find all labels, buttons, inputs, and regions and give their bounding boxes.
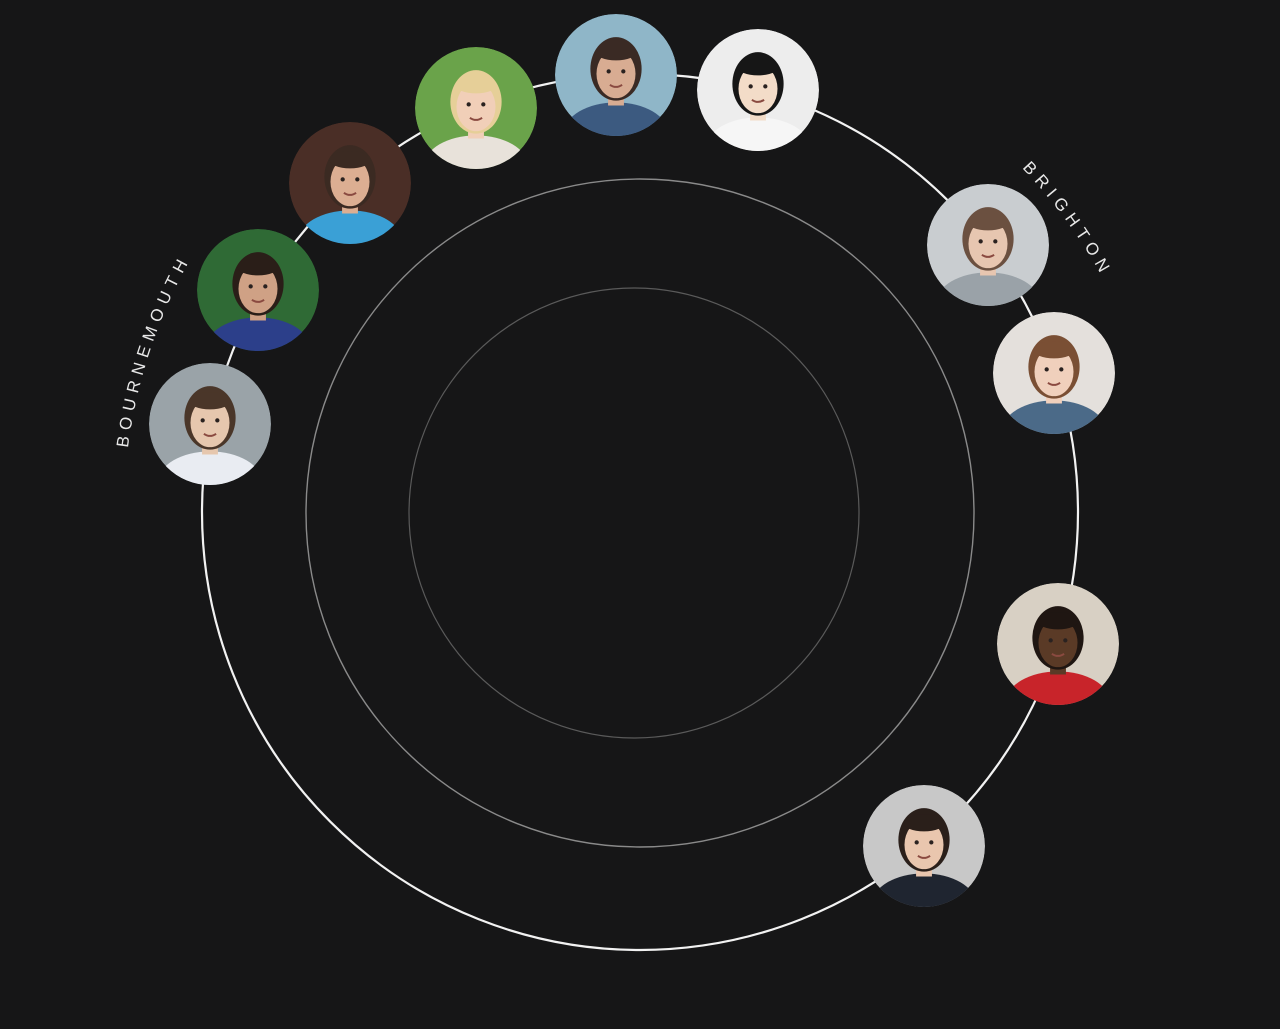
avatar-fringe: [237, 258, 279, 276]
avatar-group: [149, 14, 1119, 934]
avatar-shirt: [564, 102, 668, 136]
avatar-shirt: [158, 451, 262, 485]
avatar-mouth: [203, 432, 217, 437]
avatar-face: [238, 264, 278, 314]
avatar-person-8[interactable]: [993, 312, 1115, 461]
avatar-fringe: [329, 151, 371, 169]
avatar-face: [456, 82, 496, 132]
avatar-person-3[interactable]: [289, 122, 411, 271]
avatar-shirt: [706, 117, 810, 151]
avatar-mouth: [1051, 652, 1065, 657]
avatar-eye: [748, 84, 753, 89]
avatar-face: [904, 820, 944, 870]
avatar-person-6[interactable]: [697, 29, 819, 178]
avatar-eye: [1063, 638, 1068, 643]
avatar-person-10[interactable]: [863, 785, 985, 934]
avatar-shirt: [424, 135, 528, 169]
avatar-fringe: [1037, 612, 1079, 630]
avatar-eye: [1059, 367, 1064, 372]
inner-ring: [408, 287, 860, 739]
avatar-eye: [993, 239, 998, 244]
avatar-mouth: [251, 298, 265, 303]
avatar-eye: [978, 239, 983, 244]
avatar-mouth: [751, 98, 765, 103]
avatar-fringe: [595, 43, 637, 61]
avatar-person-5[interactable]: [555, 14, 677, 163]
avatar-eye: [355, 177, 360, 182]
avatar-person-9[interactable]: [997, 583, 1119, 732]
avatar-eye: [929, 840, 934, 845]
avatar-eye: [1048, 638, 1053, 643]
avatar-eye: [248, 284, 253, 289]
middle-ring: [305, 178, 975, 848]
avatar-mouth: [1047, 381, 1061, 386]
avatar-mouth: [343, 191, 357, 196]
avatar-eye: [481, 102, 486, 107]
avatar-face: [1034, 347, 1074, 397]
avatar-fringe: [455, 76, 497, 94]
avatar-shirt: [206, 317, 310, 351]
avatar-face: [738, 64, 778, 114]
avatar-face: [330, 157, 370, 207]
avatar-face: [968, 219, 1008, 269]
avatar-eye: [621, 69, 626, 74]
avatar-mouth: [609, 83, 623, 88]
avatar-person-1[interactable]: [149, 363, 271, 512]
avatar-shirt: [1006, 671, 1110, 705]
avatar-person-2[interactable]: [197, 229, 319, 378]
avatar-face: [596, 49, 636, 99]
avatar-shirt: [298, 210, 402, 244]
avatar-mouth: [981, 253, 995, 258]
avatar-eye: [215, 418, 220, 423]
avatar-eye: [466, 102, 471, 107]
avatar-eye: [914, 840, 919, 845]
avatar-eye: [340, 177, 345, 182]
avatar-person-4[interactable]: [415, 47, 537, 196]
avatar-shirt: [1002, 400, 1106, 434]
avatar-mouth: [917, 854, 931, 859]
avatar-fringe: [189, 392, 231, 410]
avatar-eye: [763, 84, 768, 89]
avatar-eye: [1044, 367, 1049, 372]
avatar-shirt: [872, 873, 976, 907]
avatar-eye: [263, 284, 268, 289]
avatar-fringe: [737, 58, 779, 76]
avatar-fringe: [967, 213, 1009, 231]
avatar-eye: [200, 418, 205, 423]
avatar-face: [1038, 618, 1078, 668]
avatar-face: [190, 398, 230, 448]
avatar-fringe: [903, 814, 945, 832]
avatar-fringe: [1033, 341, 1075, 359]
avatar-person-7[interactable]: [927, 184, 1049, 333]
avatar-shirt: [936, 272, 1040, 306]
avatar-mouth: [469, 116, 483, 121]
avatar-eye: [606, 69, 611, 74]
